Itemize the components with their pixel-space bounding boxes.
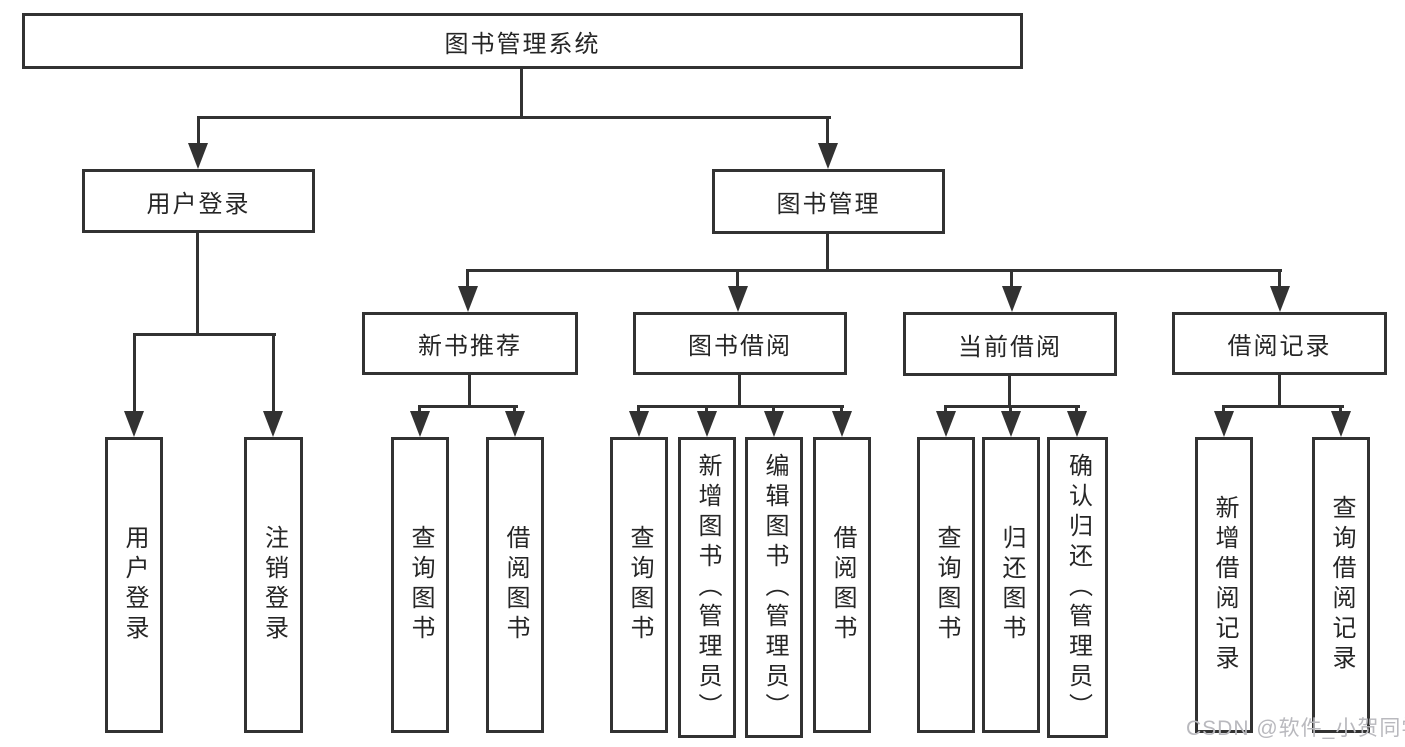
leaf-logout: 注销登录: [244, 437, 303, 733]
connector-line: [418, 405, 518, 408]
leaf-bw-query-books: 查询图书: [610, 437, 668, 733]
arrow-down-icon: [764, 411, 784, 437]
connector-line: [1278, 269, 1281, 291]
connector-line: [197, 116, 200, 148]
connector-line: [826, 116, 829, 148]
connector-line: [826, 234, 829, 272]
connector-line: [1008, 376, 1011, 408]
node-library-management-system: 图书管理系统: [22, 13, 1023, 69]
arrow-down-icon: [697, 411, 717, 437]
connector-line: [1222, 405, 1344, 408]
leaf-rc-query-record: 查询借阅记录: [1312, 437, 1370, 733]
node-user-login: 用户登录: [82, 169, 315, 233]
arrow-down-icon: [124, 411, 144, 437]
leaf-rc-add-record: 新增借阅记录: [1195, 437, 1253, 733]
arrow-down-icon: [410, 411, 430, 437]
arrow-down-icon: [188, 143, 208, 169]
arrow-down-icon: [728, 286, 748, 312]
leaf-bw-add-books-admin: 新增图书（管理员）: [678, 437, 736, 738]
connector-line: [466, 269, 469, 291]
arrow-down-icon: [936, 411, 956, 437]
csdn-watermark: CSDN @软件_小贺同学: [1186, 717, 1405, 740]
arrow-down-icon: [1001, 411, 1021, 437]
arrow-down-icon: [263, 411, 283, 437]
node-borrow-records: 借阅记录: [1172, 312, 1387, 375]
leaf-cu-return-books: 归还图书: [982, 437, 1040, 733]
connector-line: [1010, 269, 1013, 291]
connector-line: [738, 375, 741, 408]
leaf-cu-confirm-return-admin: 确认归还（管理员）: [1047, 437, 1108, 738]
connector-line: [467, 269, 1282, 272]
node-new-book-recommend: 新书推荐: [362, 312, 578, 375]
connector-line: [468, 375, 471, 408]
leaf-cu-query-books: 查询图书: [917, 437, 975, 733]
arrow-down-icon: [1270, 286, 1290, 312]
connector-line: [272, 333, 275, 413]
connector-line: [133, 333, 136, 413]
connector-line: [197, 116, 831, 119]
arrow-down-icon: [1067, 411, 1087, 437]
leaf-nb-query-books: 查询图书: [391, 437, 449, 733]
arrow-down-icon: [505, 411, 525, 437]
arrow-down-icon: [818, 143, 838, 169]
connector-line: [736, 269, 739, 291]
arrow-down-icon: [1214, 411, 1234, 437]
leaf-bw-borrow-books: 借阅图书: [813, 437, 871, 733]
arrow-down-icon: [629, 411, 649, 437]
leaf-bw-edit-books-admin: 编辑图书（管理员）: [745, 437, 803, 738]
connector-line: [944, 405, 1080, 408]
connector-line: [637, 405, 844, 408]
node-current-borrow: 当前借阅: [903, 312, 1117, 376]
connector-line: [1278, 375, 1281, 408]
leaf-user-login: 用户登录: [105, 437, 163, 733]
node-book-management: 图书管理: [712, 169, 945, 234]
leaf-nb-borrow-books: 借阅图书: [486, 437, 544, 733]
node-book-borrow: 图书借阅: [633, 312, 847, 375]
connector-line: [520, 69, 523, 119]
arrow-down-icon: [832, 411, 852, 437]
connector-line: [133, 333, 276, 336]
arrow-down-icon: [1002, 286, 1022, 312]
arrow-down-icon: [458, 286, 478, 312]
connector-line: [196, 233, 199, 336]
arrow-down-icon: [1331, 411, 1351, 437]
